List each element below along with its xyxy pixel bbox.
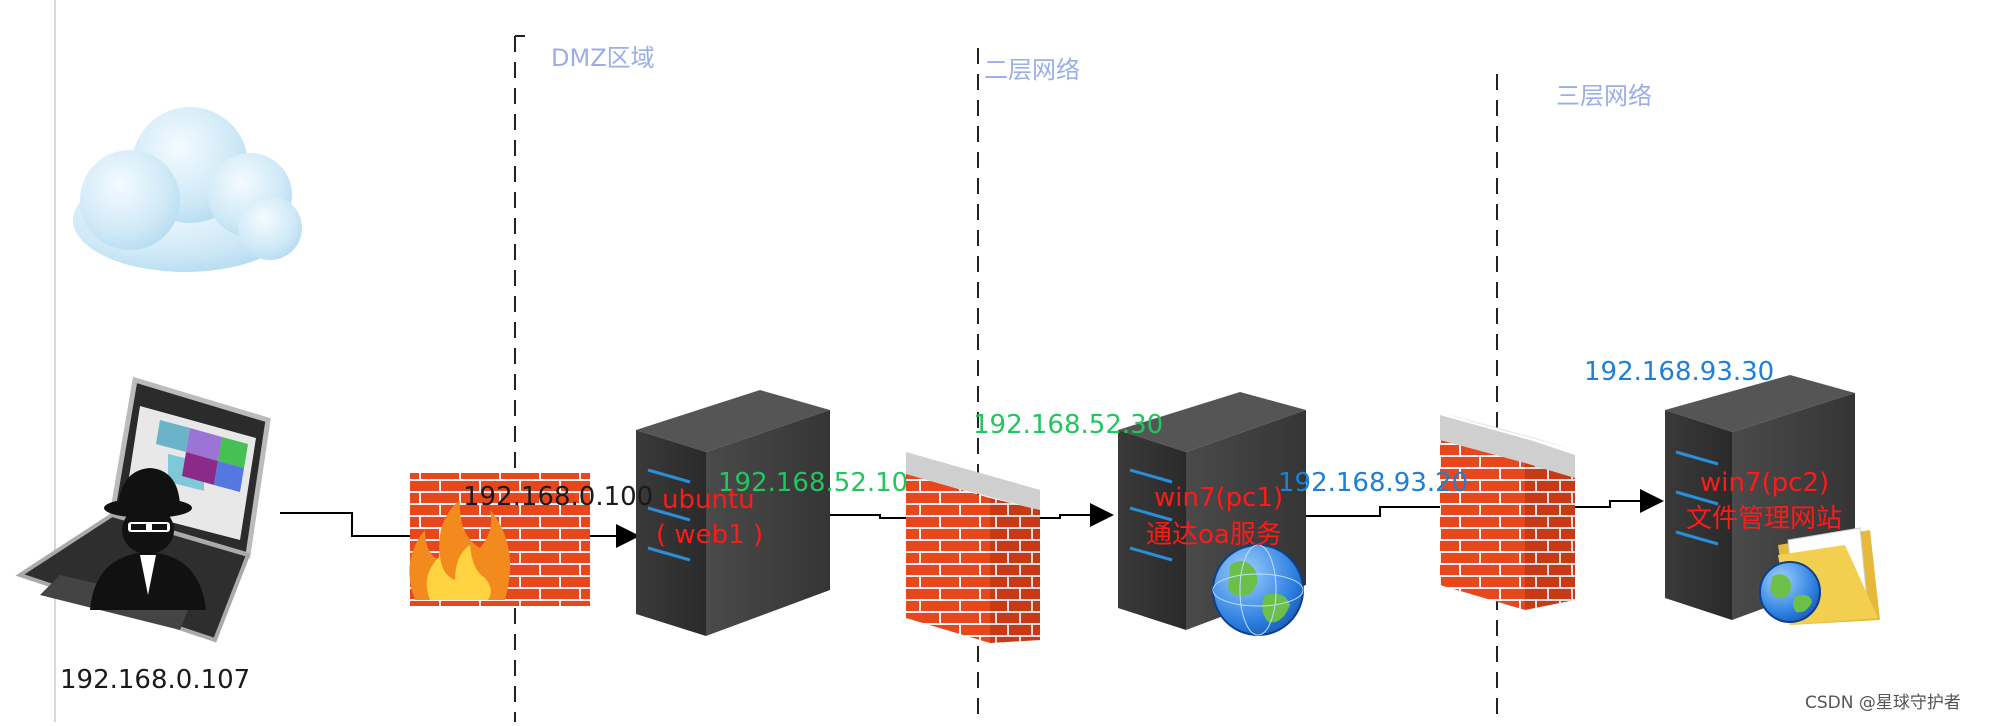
small-globe-icon (1759, 561, 1821, 623)
ip-dmz-firewall: 192.168.0.100 (463, 482, 654, 512)
host-pc1-name: win7(pc1) (1154, 483, 1284, 513)
layer2-firewall-icon (906, 450, 1042, 643)
ip-attacker: 192.168.0.107 (60, 665, 251, 695)
ip-pc2: 192.168.93.30 (1584, 357, 1775, 387)
zone-label-layer3: 三层网络 (1556, 82, 1652, 110)
ubuntu-server-icon (636, 390, 830, 636)
globe-icon (1212, 544, 1304, 636)
zone-label-dmz: DMZ区域 (551, 44, 655, 72)
host-pc2-name: win7(pc2) (1700, 468, 1830, 498)
host-ubuntu-name: ubuntu (662, 485, 755, 515)
host-ubuntu-role: ( web1 ) (656, 520, 764, 550)
attacker-laptop-icon (15, 376, 271, 643)
host-pc1-role: 通达oa服务 (1146, 520, 1282, 550)
dmz-firewall-icon (409, 473, 590, 606)
ip-ubuntu-inner: 192.168.52.10 (718, 468, 909, 498)
host-pc2-role: 文件管理网站 (1686, 504, 1843, 534)
ip-pc1-layer2: 192.168.52.30 (973, 410, 1164, 440)
cloud-icon (73, 107, 302, 272)
zone-label-layer2: 二层网络 (984, 56, 1080, 84)
layer3-firewall-icon (1440, 412, 1576, 610)
watermark: CSDN @星球守护者 (1805, 693, 1961, 713)
ip-pc1-layer3: 192.168.93.20 (1278, 468, 1469, 498)
